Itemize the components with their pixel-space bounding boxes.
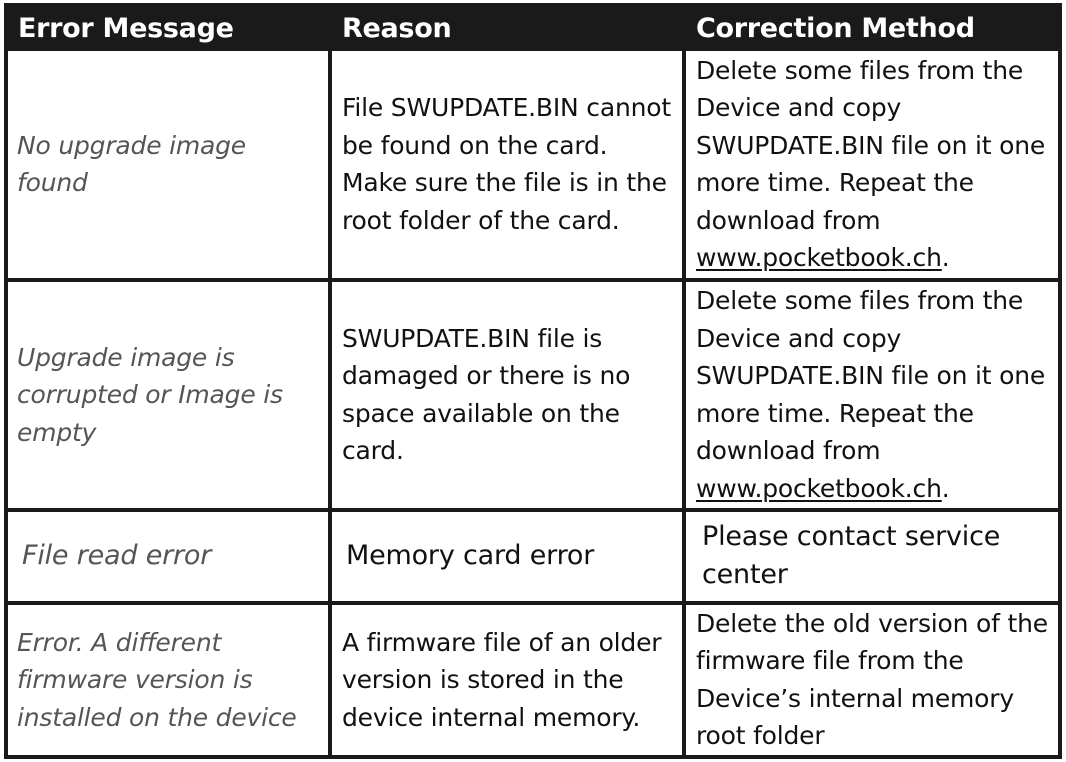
reason-text: A firmware file of an older version is s…	[342, 627, 662, 732]
correction-cell: Please contact service center	[686, 512, 1058, 601]
correction-cell: Delete some files from the Device and co…	[686, 51, 1058, 278]
table-header: Error Message Reason Correction Method	[8, 7, 1058, 47]
reason-cell: Memory card error	[332, 512, 682, 601]
pocketbook-link[interactable]: www.pocketbook.ch	[696, 473, 942, 503]
error-message-cell: File read error	[8, 512, 328, 601]
correction-cell: Delete the old version of the firmware f…	[686, 604, 1058, 755]
error-message-cell: Upgrade image is corrupted or Image is e…	[8, 281, 328, 509]
correction-text: Delete the old version of the firmware f…	[696, 608, 1048, 751]
correction-text: Please contact service center	[702, 521, 1001, 591]
table-row: Upgrade image is corrupted or Image is e…	[8, 281, 1058, 509]
table-row: File read error Memory card error Please…	[8, 512, 1058, 601]
reason-cell: File SWUPDATE.BIN cannot be found on the…	[332, 51, 682, 278]
header-row: Error Message Reason Correction Method	[8, 7, 1058, 47]
reason-text: SWUPDATE.BIN file is damaged or there is…	[342, 323, 631, 466]
error-message-text: File read error	[22, 540, 212, 572]
table-row: Error. A different firmware version is i…	[8, 604, 1058, 755]
error-message-text: Upgrade image is corrupted or Image is e…	[17, 342, 283, 447]
header-reason: Reason	[332, 7, 682, 47]
reason-cell: SWUPDATE.BIN file is damaged or there is…	[332, 281, 682, 509]
error-message-text: Error. A different firmware version is i…	[17, 627, 297, 732]
reason-text: Memory card error	[346, 540, 595, 572]
table-row: No upgrade image found File SWUPDATE.BIN…	[8, 51, 1058, 278]
header-correction-method: Correction Method	[686, 7, 1058, 47]
correction-period: .	[941, 243, 950, 273]
error-message-cell: No upgrade image found	[8, 51, 328, 278]
reason-cell: A firmware file of an older version is s…	[332, 604, 682, 755]
pocketbook-link[interactable]: www.pocketbook.ch	[696, 243, 942, 273]
error-message-cell: Error. A different firmware version is i…	[8, 604, 328, 755]
error-table: Error Message Reason Correction Method N…	[4, 3, 1062, 759]
correction-text: Delete some files from the Device and co…	[696, 286, 1046, 466]
correction-text: Delete some files from the Device and co…	[696, 55, 1046, 235]
reason-text: File SWUPDATE.BIN cannot be found on the…	[342, 93, 671, 235]
error-message-text: No upgrade image found	[17, 130, 246, 198]
correction-period: .	[941, 473, 950, 503]
table-body: No upgrade image found File SWUPDATE.BIN…	[8, 51, 1058, 755]
correction-cell: Delete some files from the Device and co…	[686, 281, 1058, 509]
header-error-message: Error Message	[8, 7, 328, 47]
